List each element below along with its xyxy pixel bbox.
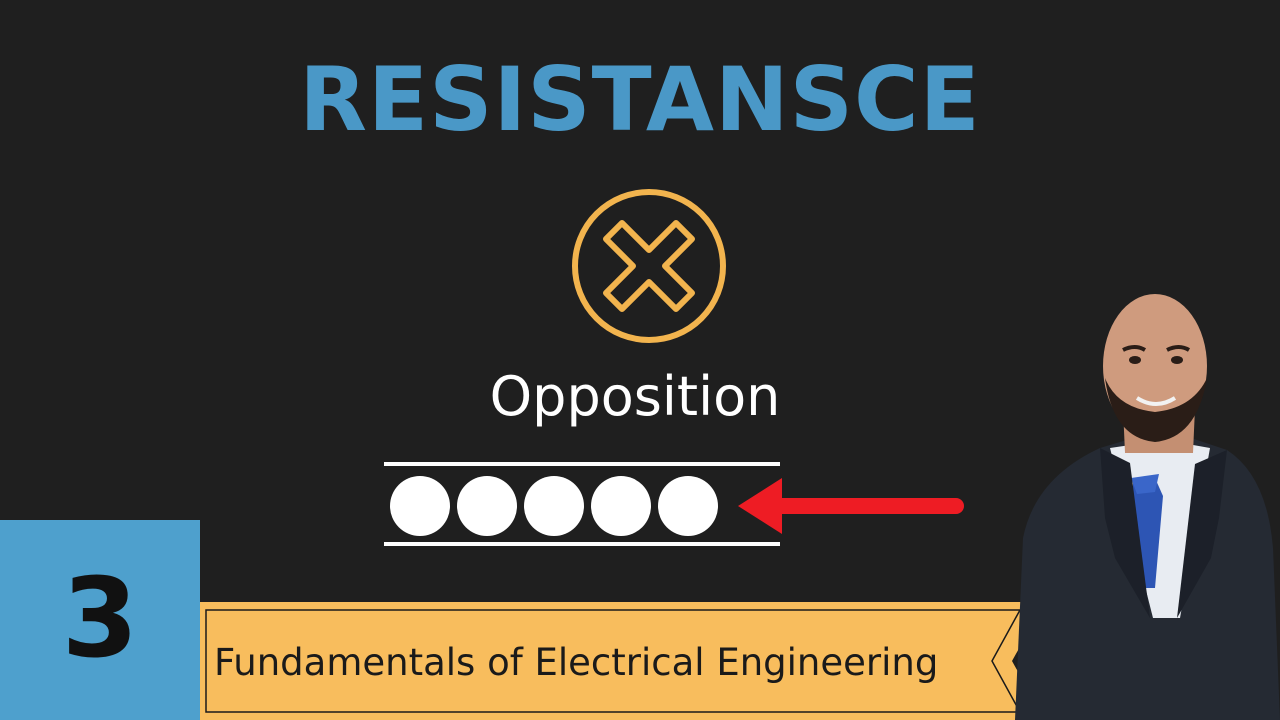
conductor-diagram (384, 462, 964, 546)
episode-number: 3 (61, 554, 139, 682)
electron (390, 476, 450, 536)
electron-row (390, 476, 718, 536)
electron (658, 476, 718, 536)
electron (524, 476, 584, 536)
caption-opposition: Opposition (489, 365, 781, 428)
page-title: RESISTANSCE (299, 48, 981, 151)
electron (457, 476, 517, 536)
electron (591, 476, 651, 536)
left-arrow-icon (738, 478, 964, 534)
presenter-photo (1015, 294, 1280, 720)
x-in-circle-icon (572, 189, 726, 343)
episode-badge (0, 520, 200, 720)
series-banner (200, 602, 1045, 720)
series-title: Fundamentals of Electrical Engineering (214, 641, 939, 684)
